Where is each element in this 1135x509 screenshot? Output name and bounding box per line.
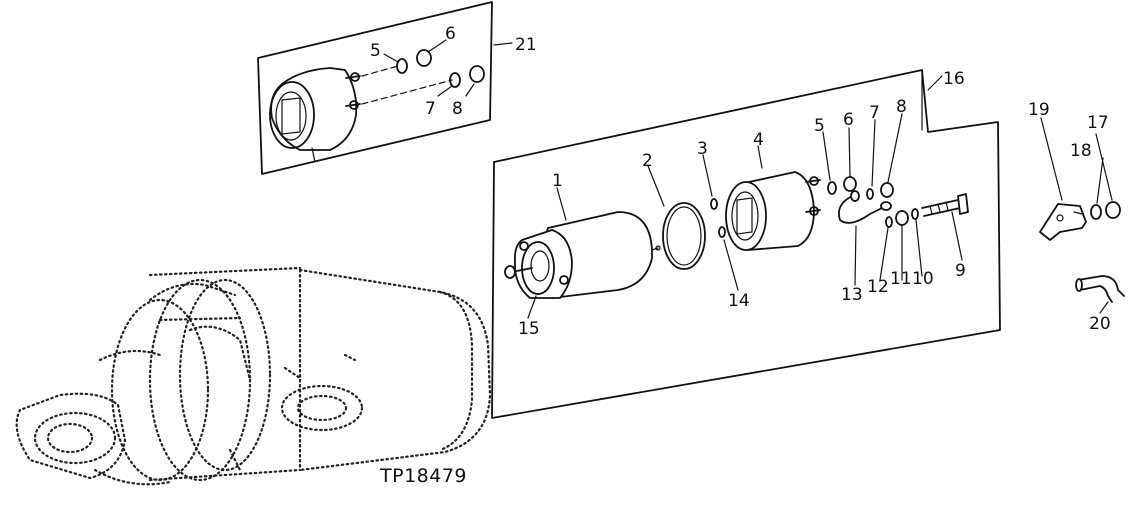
callout-7b: 7 [869, 103, 880, 123]
callout-9: 9 [955, 261, 966, 281]
callout-20: 20 [1089, 314, 1111, 334]
callout-17: 17 [1087, 113, 1109, 133]
callout-1: 1 [552, 171, 563, 191]
solenoid-switch [725, 171, 821, 251]
callout-5b: 5 [814, 116, 825, 136]
hose [1075, 275, 1125, 303]
o-ring [662, 202, 706, 270]
bracket [1039, 201, 1121, 241]
callout-4: 4 [753, 130, 764, 150]
callout-7a: 7 [425, 99, 436, 119]
callout-10: 10 [912, 269, 934, 289]
callout-21: 21 [515, 35, 537, 55]
callout-18: 18 [1070, 141, 1092, 161]
callout-2: 2 [642, 151, 653, 171]
callout-11: 11 [890, 269, 912, 289]
motor-assembly [504, 211, 661, 299]
callout-13: 13 [841, 285, 863, 305]
callout-19: 19 [1028, 100, 1050, 120]
callout-5a: 5 [370, 41, 381, 61]
callout-16: 16 [943, 69, 965, 89]
callout-6a: 6 [445, 24, 456, 44]
seal-3 [710, 198, 718, 210]
callout-leaders [527, 113, 1113, 319]
callout-8a: 8 [452, 99, 463, 119]
callout-14: 14 [728, 291, 750, 311]
callout-12: 12 [867, 277, 889, 297]
starter-motor-phantom-outline [15, 266, 492, 486]
callout-8b: 8 [896, 97, 907, 117]
solenoid-inset-panel [257, 1, 513, 175]
terminal-hardware [827, 176, 969, 228]
callout-6b: 6 [843, 110, 854, 130]
figure-id: TP18479 [379, 465, 467, 487]
seal-14 [718, 226, 726, 238]
callout-3: 3 [697, 139, 708, 159]
callout-labels: 1 2 3 4 5 6 7 8 5 6 7 8 9 10 11 12 13 14… [370, 24, 1111, 339]
callout-15: 15 [518, 319, 540, 339]
